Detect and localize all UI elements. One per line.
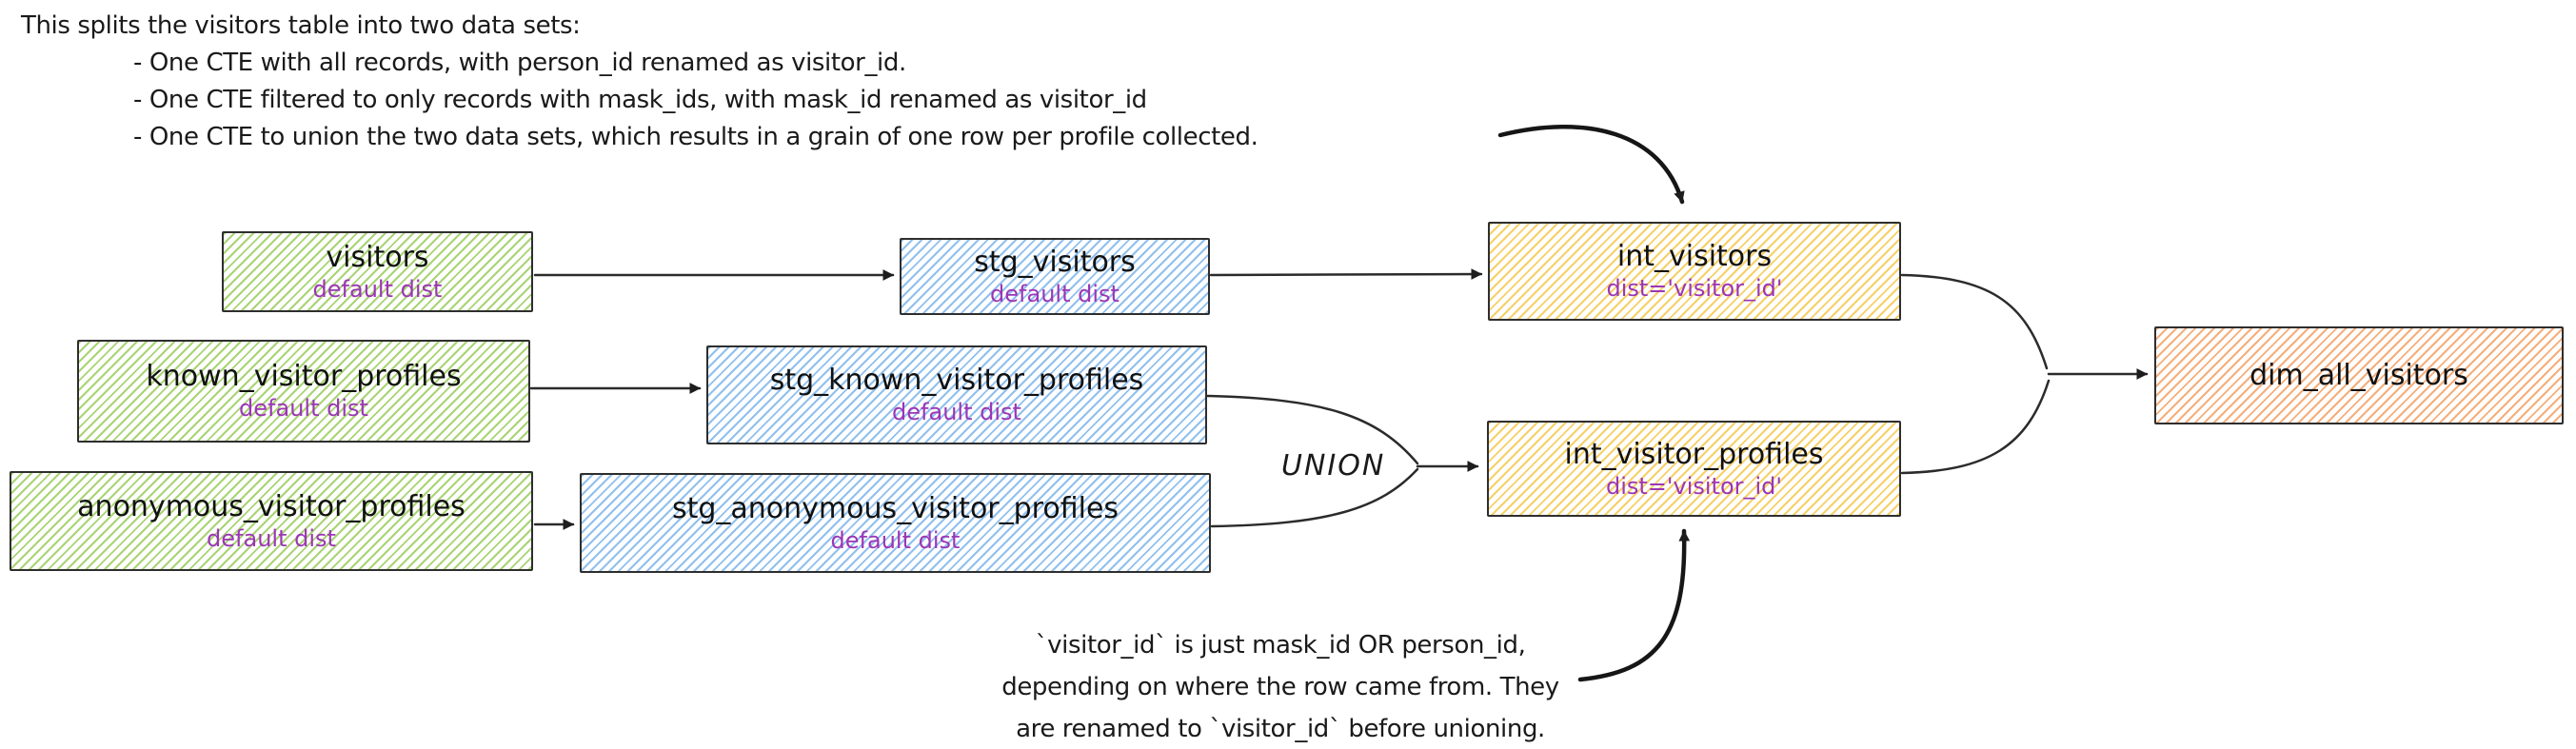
node-anonymous_visitor_profiles: anonymous_visitor_profiles default dist bbox=[10, 471, 533, 571]
node-title: visitors bbox=[326, 240, 429, 274]
annotation-top-line-2: - One CTE with all records, with person_… bbox=[133, 49, 906, 77]
node-subtitle: dist='visitor_id' bbox=[1606, 275, 1783, 302]
edge-stg-known-to-union-merge bbox=[1205, 394, 1419, 465]
node-subtitle: default dist bbox=[892, 399, 1021, 425]
annotation-top: This splits the visitors table into two … bbox=[21, 8, 1258, 156]
edge-int-visitors-to-dim-merge bbox=[1900, 273, 2049, 370]
node-title: stg_anonymous_visitor_profiles bbox=[671, 491, 1120, 525]
annotation-top-line-4: - One CTE to union the two data sets, wh… bbox=[133, 123, 1258, 151]
edge-stg-anonymous-to-union-merge bbox=[1210, 467, 1419, 528]
node-dim_all_visitors: dim_all_visitors bbox=[2154, 326, 2564, 424]
annotation-top-line-3: - One CTE filtered to only records with … bbox=[133, 86, 1147, 114]
edge-int-visitor-profiles-to-dim-merge bbox=[1900, 379, 2051, 475]
node-subtitle: default dist bbox=[312, 275, 443, 303]
node-title: int_visitors bbox=[1616, 240, 1773, 273]
node-known_visitor_profiles: known_visitor_profiles default dist bbox=[77, 340, 530, 443]
node-subtitle: default dist bbox=[207, 524, 336, 552]
union-label: UNION bbox=[1281, 449, 1386, 483]
node-subtitle: default dist bbox=[830, 526, 961, 554]
node-subtitle: default dist bbox=[990, 280, 1120, 307]
node-title: anonymous_visitor_profiles bbox=[77, 489, 466, 523]
node-title: known_visitor_profiles bbox=[146, 360, 462, 393]
node-visitors: visitors default dist bbox=[222, 231, 533, 312]
node-subtitle: default dist bbox=[239, 395, 368, 422]
node-int_visitor_profiles: int_visitor_profiles dist='visitor_id' bbox=[1487, 421, 1901, 517]
node-title: stg_known_visitor_profiles bbox=[769, 364, 1144, 397]
node-stg_visitors: stg_visitors default dist bbox=[900, 238, 1210, 315]
edge-stg-visitors-to-int-visitors bbox=[1209, 268, 1483, 280]
arrow-bottom-annotation-to-int-visitor-profiles bbox=[1577, 528, 1691, 682]
node-stg_known_visitor_profiles: stg_known_visitor_profiles default dist bbox=[706, 345, 1207, 444]
annotation-bottom-line-1: `visitor_id` is just mask_id OR person_i… bbox=[1035, 631, 1526, 660]
annotation-bottom-line-2: depending on where the row came from. Th… bbox=[1001, 673, 1559, 701]
node-title: int_visitor_profiles bbox=[1564, 437, 1824, 471]
annotation-bottom: `visitor_id` is just mask_id OR person_i… bbox=[914, 624, 1647, 749]
node-subtitle: dist='visitor_id' bbox=[1605, 472, 1783, 500]
annotation-top-line-1: This splits the visitors table into two … bbox=[21, 11, 581, 40]
node-title: stg_visitors bbox=[974, 245, 1136, 279]
node-int_visitors: int_visitors dist='visitor_id' bbox=[1488, 222, 1901, 321]
node-stg_anonymous_visitor_profiles: stg_anonymous_visitor_profiles default d… bbox=[580, 473, 1211, 573]
annotation-bottom-line-3: are renamed to `visitor_id` before union… bbox=[1016, 715, 1545, 743]
arrow-top-annotation-to-int-visitors bbox=[1497, 125, 1685, 205]
node-title: dim_all_visitors bbox=[2249, 358, 2468, 392]
